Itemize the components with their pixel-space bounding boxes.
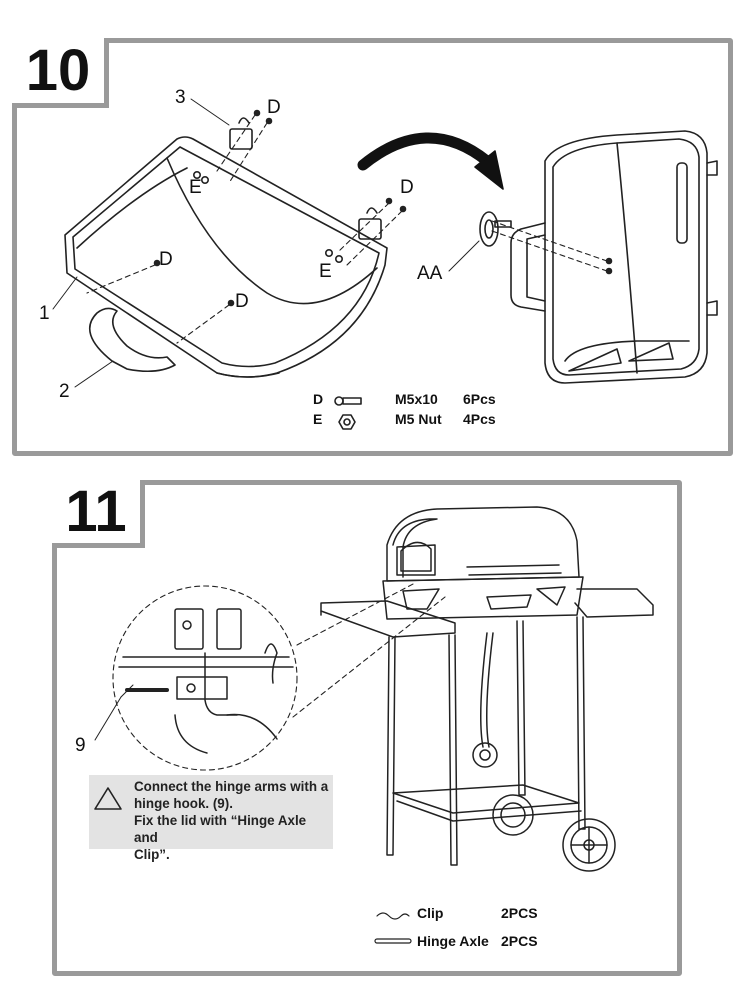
callout-d: D bbox=[159, 249, 173, 270]
callout-d: D bbox=[400, 177, 414, 198]
hinge-plate-aa bbox=[479, 211, 512, 247]
callout-aa: AA bbox=[417, 263, 443, 284]
part-qty: 4Pcs bbox=[463, 411, 496, 427]
part-qty: 2PCS bbox=[501, 905, 538, 921]
callout-d: D bbox=[267, 97, 281, 118]
hinge-bracket-part-3 bbox=[229, 117, 382, 240]
hinge-detail-circle bbox=[112, 582, 446, 771]
part-qty: 6Pcs bbox=[463, 391, 496, 407]
warning-triangle-icon bbox=[94, 787, 122, 810]
part-name: Clip bbox=[417, 905, 444, 921]
callout-leaders bbox=[52, 98, 480, 388]
lid-assembly-drawing bbox=[52, 98, 718, 430]
assembly-guide-lines bbox=[86, 114, 608, 344]
step-10-panel: 10 bbox=[12, 38, 733, 456]
callout-leader-9 bbox=[94, 696, 122, 741]
barbecue-grill bbox=[320, 506, 654, 872]
parts-icons bbox=[334, 396, 362, 430]
callout-part-2: 2 bbox=[59, 381, 70, 402]
grill-assembly-drawing bbox=[94, 506, 654, 944]
bolt-icon bbox=[334, 396, 362, 406]
hinge-axle-icon bbox=[374, 938, 412, 944]
callout-e: E bbox=[319, 261, 332, 282]
part-spec: M5 Nut bbox=[395, 411, 442, 427]
instruction-note: Connect the hinge arms with a hinge hook… bbox=[89, 775, 333, 862]
nut-icon bbox=[338, 414, 356, 430]
handle-part-2 bbox=[88, 307, 176, 373]
part-spec: M5x10 bbox=[395, 391, 438, 407]
part-qty: 2PCS bbox=[501, 933, 538, 949]
callout-d: D bbox=[235, 291, 249, 312]
step-number: 10 bbox=[12, 38, 109, 108]
clip-icon bbox=[376, 912, 410, 920]
grill-lid-part-1 bbox=[64, 136, 388, 378]
step-11-panel: 11 bbox=[52, 479, 682, 976]
grill-lid-rotated bbox=[510, 130, 718, 384]
screws-d bbox=[153, 109, 613, 307]
callout-e: E bbox=[189, 177, 202, 198]
part-name: Hinge Axle bbox=[417, 933, 489, 949]
nuts-e bbox=[193, 171, 343, 264]
callout-part-1: 1 bbox=[39, 303, 50, 324]
callout-part-3: 3 bbox=[175, 87, 186, 108]
callout-part-9: 9 bbox=[75, 735, 86, 756]
rotate-arrow-icon bbox=[357, 132, 504, 190]
part-code: E bbox=[313, 411, 323, 427]
note-text: Connect the hinge arms with a hinge hook… bbox=[134, 779, 329, 862]
wheel-icon bbox=[562, 818, 616, 872]
part-code: D bbox=[313, 391, 324, 407]
wheel-icon bbox=[492, 794, 534, 836]
step-number: 11 bbox=[52, 479, 145, 548]
